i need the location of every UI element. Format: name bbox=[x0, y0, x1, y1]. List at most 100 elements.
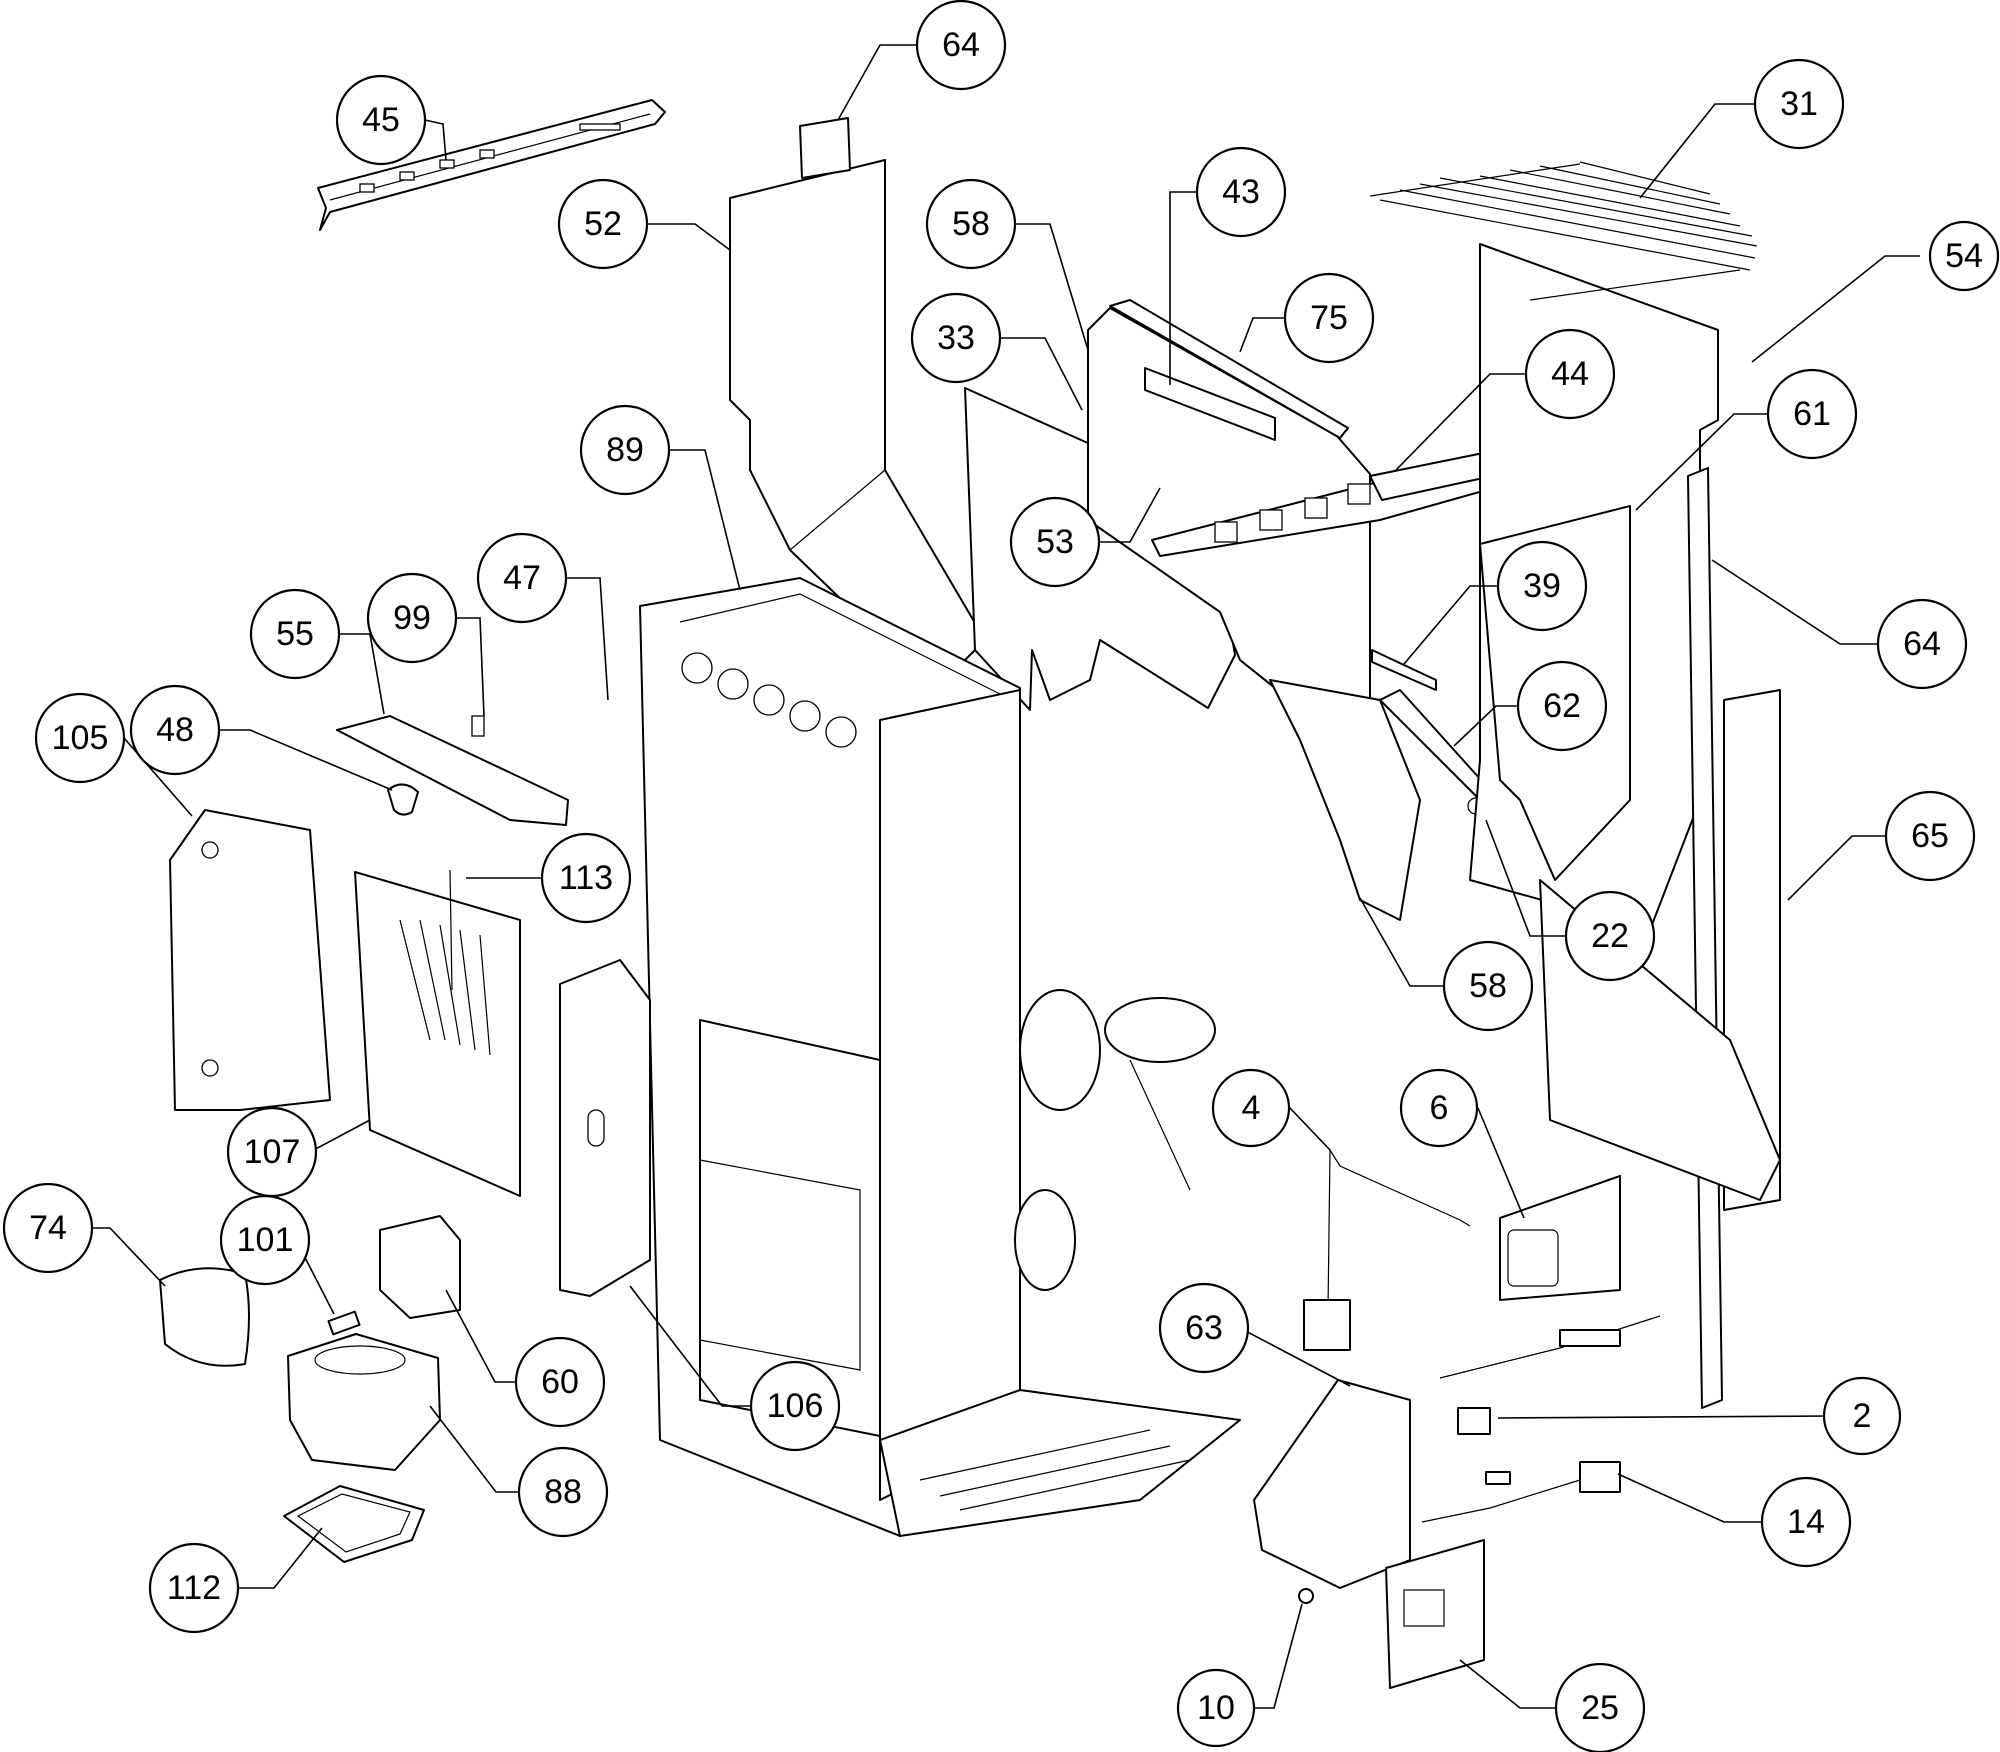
svg-text:112: 112 bbox=[167, 1569, 221, 1607]
callout-45: 45 bbox=[335, 74, 427, 166]
svg-text:45: 45 bbox=[362, 101, 400, 139]
svg-text:113: 113 bbox=[559, 859, 613, 897]
leader-43 bbox=[1169, 191, 1197, 385]
leader-89 bbox=[669, 449, 741, 591]
callout-6: 6 bbox=[1399, 1068, 1479, 1148]
leader-58-top bbox=[1015, 223, 1089, 351]
leader-58-lower bbox=[1359, 897, 1444, 987]
callout-89: 89 bbox=[579, 404, 671, 496]
leader-33 bbox=[1000, 337, 1083, 411]
leader-112 bbox=[238, 1527, 323, 1589]
svg-text:74: 74 bbox=[29, 1209, 67, 1247]
part-inspection-window-6 bbox=[1499, 1175, 1621, 1301]
part-igniter-14 bbox=[1421, 1461, 1621, 1523]
callout-58-top: 58 bbox=[925, 178, 1017, 270]
svg-text:106: 106 bbox=[767, 1387, 824, 1425]
svg-text:60: 60 bbox=[541, 1363, 579, 1401]
callout-25: 25 bbox=[1554, 1662, 1646, 1752]
svg-text:55: 55 bbox=[276, 615, 314, 653]
part-grill-31 bbox=[1369, 161, 1758, 301]
svg-text:43: 43 bbox=[1222, 173, 1260, 211]
leader-99 bbox=[456, 617, 485, 717]
svg-text:53: 53 bbox=[1036, 523, 1074, 561]
part-brazier-88 bbox=[287, 1333, 441, 1471]
leader-39 bbox=[1403, 585, 1498, 665]
svg-text:88: 88 bbox=[544, 1473, 582, 1511]
callout-101: 101 bbox=[219, 1194, 311, 1286]
callout-58-lower: 58 bbox=[1442, 940, 1534, 1032]
svg-text:89: 89 bbox=[606, 431, 644, 469]
svg-text:63: 63 bbox=[1185, 1309, 1223, 1347]
part-body-89 bbox=[639, 577, 1241, 1537]
leader-48 bbox=[219, 729, 393, 791]
callout-88: 88 bbox=[517, 1446, 609, 1538]
callout-4: 4 bbox=[1211, 1068, 1291, 1148]
part-pin-101 bbox=[327, 1310, 361, 1336]
svg-text:52: 52 bbox=[584, 205, 622, 243]
leader-44 bbox=[1395, 373, 1526, 471]
part-strip-39 bbox=[1371, 649, 1437, 691]
leader-53 bbox=[1099, 487, 1161, 543]
callout-65: 65 bbox=[1884, 790, 1976, 882]
callout-48: 48 bbox=[129, 684, 221, 776]
callout-33: 33 bbox=[910, 292, 1002, 384]
parts-layer bbox=[159, 99, 1781, 1689]
svg-text:47: 47 bbox=[503, 559, 541, 597]
svg-text:25: 25 bbox=[1581, 1689, 1619, 1727]
svg-text:14: 14 bbox=[1787, 1503, 1825, 1541]
svg-text:105: 105 bbox=[52, 719, 109, 757]
leader-45 bbox=[424, 119, 447, 161]
part-plate-63 bbox=[1253, 1379, 1411, 1589]
callout-106: 106 bbox=[749, 1360, 841, 1452]
svg-text:33: 33 bbox=[937, 319, 975, 357]
svg-text:6: 6 bbox=[1430, 1089, 1449, 1127]
leader-62 bbox=[1453, 705, 1518, 747]
svg-text:44: 44 bbox=[1551, 355, 1589, 393]
leader-47 bbox=[566, 577, 609, 701]
callout-62: 62 bbox=[1516, 660, 1608, 752]
callout-22: 22 bbox=[1564, 890, 1656, 982]
svg-text:10: 10 bbox=[1197, 1689, 1235, 1727]
svg-text:58: 58 bbox=[1469, 967, 1507, 1005]
svg-text:4: 4 bbox=[1242, 1089, 1261, 1127]
callout-52: 52 bbox=[557, 178, 649, 270]
svg-text:61: 61 bbox=[1793, 395, 1831, 433]
svg-text:31: 31 bbox=[1780, 85, 1818, 123]
callout-107: 107 bbox=[226, 1106, 318, 1198]
svg-text:22: 22 bbox=[1591, 917, 1629, 955]
part-fastener-10 bbox=[1298, 1588, 1314, 1604]
leader-88 bbox=[429, 1405, 530, 1493]
callout-47: 47 bbox=[476, 532, 568, 624]
leader-2 bbox=[1497, 1415, 1831, 1419]
svg-text:64: 64 bbox=[942, 26, 980, 64]
svg-text:2: 2 bbox=[1853, 1397, 1872, 1435]
callout-113: 113 bbox=[540, 832, 632, 924]
leader-64-top bbox=[837, 44, 917, 121]
svg-text:39: 39 bbox=[1523, 567, 1561, 605]
callout-75: 75 bbox=[1283, 272, 1375, 364]
callout-99: 99 bbox=[366, 572, 458, 664]
svg-text:62: 62 bbox=[1543, 687, 1581, 725]
callout-54: 54 bbox=[1928, 220, 2000, 292]
part-door-liner-105 bbox=[169, 809, 331, 1111]
leader-52 bbox=[647, 223, 731, 251]
part-deflector-58 bbox=[1269, 679, 1421, 921]
svg-text:65: 65 bbox=[1911, 817, 1949, 855]
callout-105: 105 bbox=[34, 692, 126, 784]
part-bracket-60 bbox=[379, 1215, 461, 1319]
svg-text:48: 48 bbox=[156, 711, 194, 749]
callout-14: 14 bbox=[1760, 1476, 1852, 1568]
leader-22 bbox=[1485, 819, 1566, 937]
part-bracket-45 bbox=[317, 99, 666, 231]
part-board-25 bbox=[1385, 1539, 1485, 1689]
leader-25 bbox=[1459, 1659, 1562, 1709]
part-switch-2 bbox=[1439, 1315, 1661, 1435]
callout-10: 10 bbox=[1176, 1668, 1256, 1748]
part-shelf-55 bbox=[336, 715, 569, 826]
leader-54 bbox=[1751, 255, 1920, 363]
svg-text:101: 101 bbox=[237, 1221, 294, 1259]
callout-63: 63 bbox=[1158, 1282, 1250, 1374]
leader-10 bbox=[1248, 1603, 1303, 1709]
